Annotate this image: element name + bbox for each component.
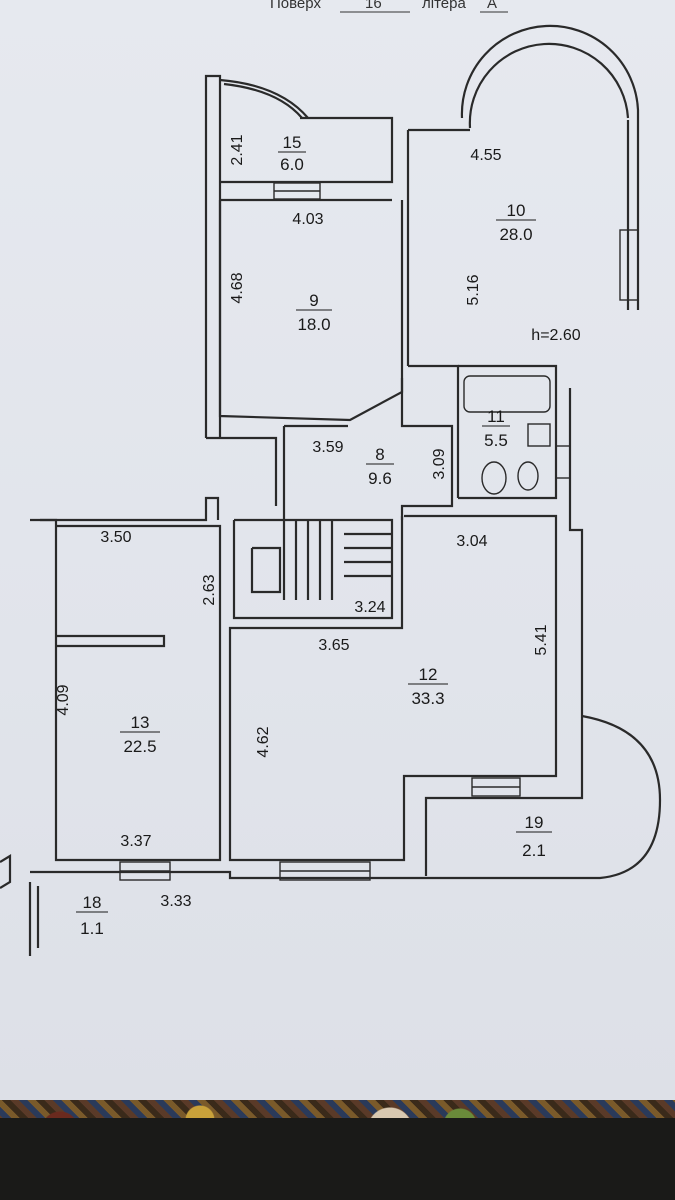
svg-text:28.0: 28.0 [499,225,532,244]
svg-text:9: 9 [309,291,318,310]
dim-5-41: 5.41 [533,624,550,655]
room-19-label: 19 2.1 [516,813,552,860]
dim-4-03: 4.03 [292,211,323,228]
dim-2-41: 2.41 [229,134,246,165]
dim-3-65: 3.65 [318,637,349,654]
walls [0,24,662,956]
svg-text:2.1: 2.1 [522,841,546,860]
dim-3-24: 3.24 [354,599,385,616]
dim-3-04: 3.04 [456,533,487,550]
room-labels: 15 6.0 9 18.0 10 28.0 8 9.6 11 5.5 13 22… [76,133,552,938]
room-9-label: 9 18.0 [296,291,332,334]
ceiling-height: h=2.60 [531,327,580,344]
dim-4-62: 4.62 [255,726,272,757]
svg-text:5.5: 5.5 [484,431,508,450]
dim-4-55: 4.55 [470,147,501,164]
room-10-label: 10 28.0 [496,201,536,244]
floor-plan-sheet [0,0,675,1100]
svg-text:1.1: 1.1 [80,919,104,938]
dim-4-09: 4.09 [55,684,72,715]
svg-text:12: 12 [419,665,438,684]
svg-text:8: 8 [375,445,384,464]
dim-3-33: 3.33 [160,893,191,910]
bathroom-fixtures [463,375,551,495]
dimension-labels: 2.41 4.03 4.68 4.55 5.16 h=2.60 3.59 3.0… [55,134,581,910]
svg-text:15: 15 [283,133,302,152]
svg-text:18.0: 18.0 [297,315,330,334]
dim-3-37: 3.37 [120,833,151,850]
svg-text:22.5: 22.5 [123,737,156,756]
dim-3-59: 3.59 [312,439,343,456]
windows [119,182,639,881]
dim-3-50: 3.50 [100,529,131,546]
room-11-label: 11 5.5 [482,407,510,450]
dim-2-63: 2.63 [201,574,218,605]
room-12-label: 12 33.3 [408,665,448,708]
litera-label: літера [422,0,466,12]
svg-text:19: 19 [525,813,544,832]
dim-4-68: 4.68 [229,272,246,303]
litera-value: А [487,0,497,12]
svg-text:18: 18 [83,893,102,912]
floor-value: 16 [365,0,382,12]
room-13-label: 13 22.5 [120,713,160,756]
svg-text:9.6: 9.6 [368,469,392,488]
svg-text:13: 13 [131,713,150,732]
room-8-label: 8 9.6 [366,445,394,488]
floor-plan-drawing: Поверх 16 літера А [0,0,662,956]
dim-5-16: 5.16 [465,274,482,305]
room-15-label: 15 6.0 [278,133,306,174]
svg-text:11: 11 [487,407,505,426]
fabric-background [0,1100,675,1200]
svg-text:6.0: 6.0 [280,155,304,174]
svg-text:10: 10 [507,201,526,220]
dim-3-09: 3.09 [431,448,448,479]
room-18-label: 18 1.1 [76,893,108,938]
floor-label: Поверх [270,0,321,12]
svg-text:33.3: 33.3 [411,689,444,708]
